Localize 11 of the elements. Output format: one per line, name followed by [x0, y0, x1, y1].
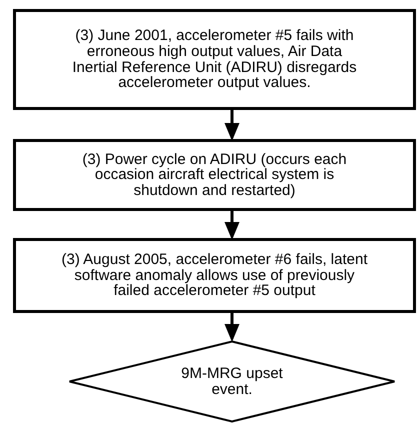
box-text: (3) June 2001, accelerometer #5 fails with erroneous high output values, Air Data Inertial Reference Unit (ADIRU) disregards accelerometer output values.: [71, 28, 358, 91]
decision-diamond: [68, 340, 396, 423]
process-box: [13, 139, 416, 211]
arrow: [224, 313, 240, 342]
process-box: [13, 9, 416, 110]
box-text: (3) Power cycle on ADIRU (occurs each occasion aircraft electrical system is shutdown and restarted): [81, 152, 348, 198]
arrow: [224, 110, 240, 141]
box-text: (3) August 2005, accelerometer #6 fails, latent software anomaly allows use of previously failed accelerometer #5 output: [60, 252, 368, 299]
box-text: 9M-MRG upset event.: [180, 366, 284, 398]
arrow: [224, 211, 240, 240]
process-box: [13, 238, 416, 313]
